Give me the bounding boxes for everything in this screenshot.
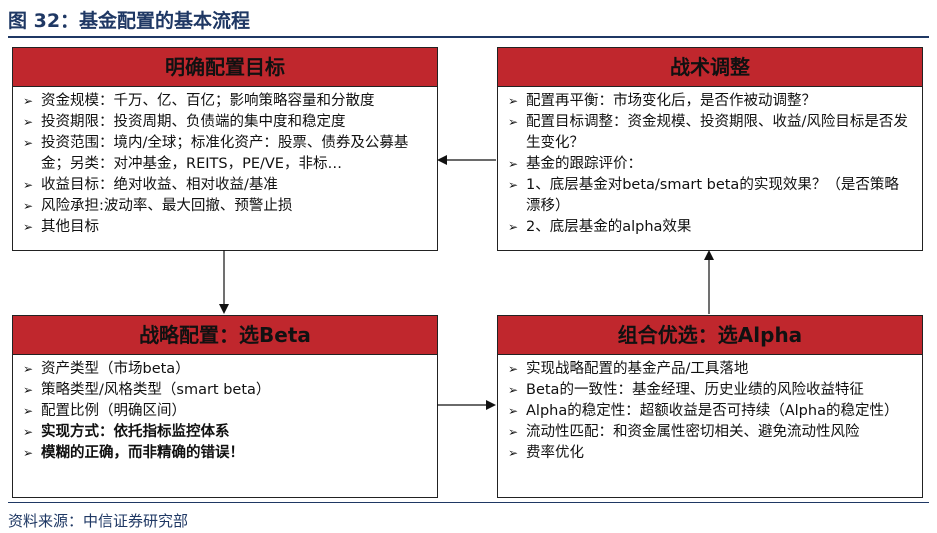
box-portfolio-selection: 组合优选：选Alpha 实现战略配置的基金产品/工具落地 Beta的一致性：基金… bbox=[497, 315, 923, 498]
list-item: 配置再平衡：市场变化后，是否作被动调整？ bbox=[508, 91, 912, 112]
source-note: 资料来源：中信证券研究部 bbox=[8, 512, 189, 530]
list-item: 收益目标：绝对收益、相对收益/基准 bbox=[23, 175, 427, 196]
box-heading: 明确配置目标 bbox=[13, 48, 437, 87]
list-item: 资金规模：千万、亿、百亿；影响策略容量和分散度 bbox=[23, 91, 427, 112]
box-heading: 战术调整 bbox=[498, 48, 922, 87]
figure-title: 图 32：基金配置的基本流程 bbox=[8, 10, 251, 32]
list-item: 策略类型/风格类型（smart beta） bbox=[23, 380, 427, 401]
box-strategic-allocation: 战略配置：选Beta 资产类型（市场beta） 策略类型/风格类型（smart … bbox=[12, 315, 438, 498]
box-define-targets: 明确配置目标 资金规模：千万、亿、百亿；影响策略容量和分散度 投资期限：投资周期… bbox=[12, 47, 438, 251]
box-heading: 组合优选：选Alpha bbox=[498, 316, 922, 355]
title-rule bbox=[8, 36, 929, 38]
list-item: 实现方式：依托指标监控体系 bbox=[23, 422, 427, 443]
list-item: 投资范围：境内/全球；标准化资产：股票、债券及公募基金；另类：对冲基金，REIT… bbox=[23, 133, 427, 175]
box-tactical-adjustment: 战术调整 配置再平衡：市场变化后，是否作被动调整？ 配置目标调整：资金规模、投资… bbox=[497, 47, 923, 251]
list-item: 投资期限：投资周期、负债端的集中度和稳定度 bbox=[23, 112, 427, 133]
list-item: 费率优化 bbox=[508, 443, 912, 464]
list-item: 模糊的正确，而非精确的错误！ bbox=[23, 443, 427, 464]
box-heading: 战略配置：选Beta bbox=[13, 316, 437, 355]
list-item: Alpha的稳定性：超额收益是否可持续（Alpha的稳定性） bbox=[508, 401, 912, 422]
list-item: 1、底层基金对beta/smart beta的实现效果？（是否策略漂移） bbox=[508, 175, 912, 217]
list-item: 其他目标 bbox=[23, 217, 427, 238]
list-item: 流动性匹配：和资金属性密切相关、避免流动性风险 bbox=[508, 422, 912, 443]
list-item: 2、底层基金的alpha效果 bbox=[508, 217, 912, 238]
list-item: 基金的跟踪评价： bbox=[508, 154, 912, 175]
list-item: 配置目标调整：资金规模、投资期限、收益/风险目标是否发生变化？ bbox=[508, 112, 912, 154]
list-item: 配置比例（明确区间） bbox=[23, 401, 427, 422]
list-item: 资产类型（市场beta） bbox=[23, 359, 427, 380]
list-item: Beta的一致性：基金经理、历史业绩的风险收益特征 bbox=[508, 380, 912, 401]
list-item: 风险承担:波动率、最大回撤、预警止损 bbox=[23, 196, 427, 217]
list-item: 实现战略配置的基金产品/工具落地 bbox=[508, 359, 912, 380]
source-rule bbox=[8, 502, 929, 503]
